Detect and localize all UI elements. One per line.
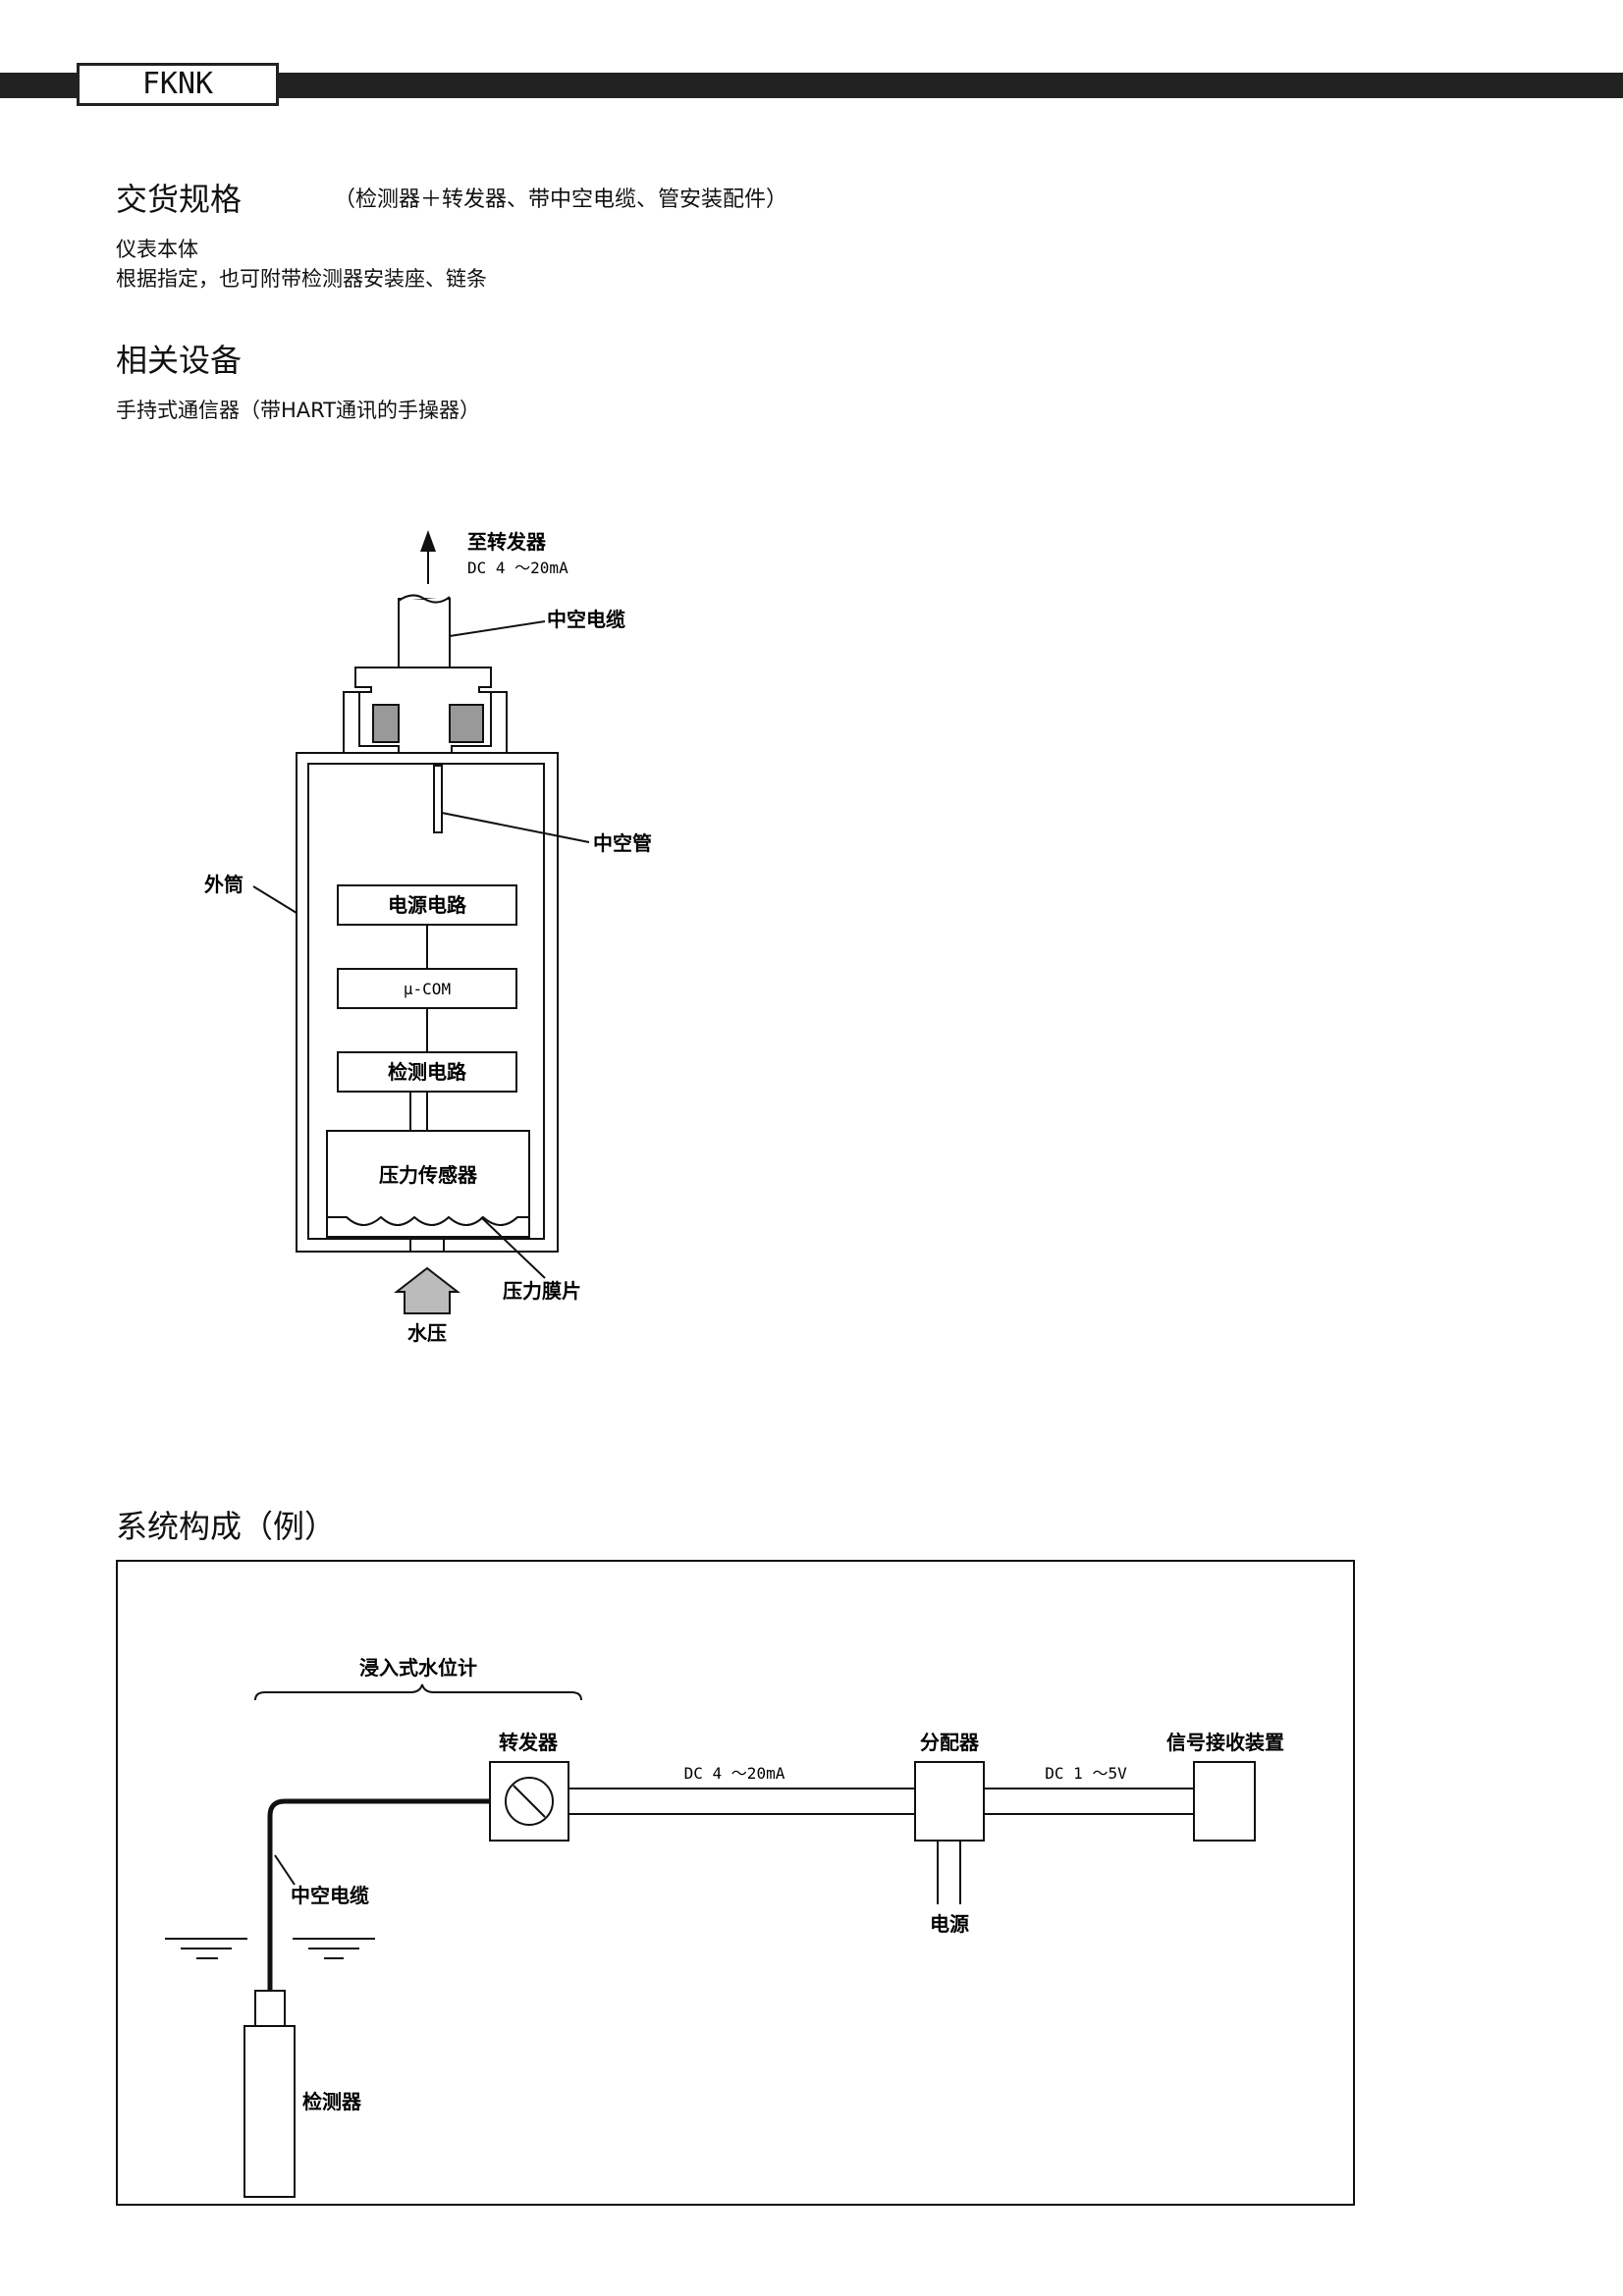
label-diaphragm: 压力膜片 [503,1279,581,1303]
label-hollow-cable: 中空电缆 [547,608,625,631]
related-line-1: 手持式通信器（带HART通讯的手操器） [116,399,481,422]
receiver-box [1193,1761,1256,1842]
pressure-sensor-box [326,1130,530,1238]
label-outer-shell: 外筒 [204,873,243,896]
delivery-line-1: 仪表本体 [116,238,198,261]
label-detector: 检测器 [302,2090,362,2113]
label-level-meter: 浸入式水位计 [359,1656,477,1680]
label-power-circuit: 电源电路 [388,893,467,917]
level-meter-bracket [254,1683,582,1701]
related-title: 相关设备 [116,342,243,379]
label-transmitter: 转发器 [499,1731,559,1754]
mcu-box [337,968,517,1009]
label-distributor: 分配器 [920,1731,980,1754]
delivery-title: 交货规格 [116,181,243,218]
sensor-diagram: 至转发器 DC 4 ～20mA 中空电缆 中空管 外筒 电源电路 µ-COM 检… [204,530,652,1345]
label-receiver: 信号接收装置 [1166,1731,1284,1754]
diaphragm-shape [327,1215,529,1226]
label-signal-1: DC 4 ～20mA [684,1764,785,1783]
brand-label: FKNK [77,63,279,106]
label-signal-2: DC 1 ～5V [1045,1764,1127,1783]
detector-box [243,2025,296,2198]
label-hollow-tube: 中空管 [593,831,652,855]
label-detect-circuit: 检测电路 [388,1060,467,1084]
power-circuit-box [337,884,517,926]
label-water-pressure: 水压 [407,1321,447,1345]
detect-circuit-box [337,1051,517,1093]
delivery-line-2: 根据指定，也可附带检测器安装座、链条 [116,267,487,291]
label-power: 电源 [930,1912,969,1936]
system-diagram: 浸入式水位计 转发器 DC 4 ～20mA 分配器 DC 1 ～5V 信号接收装… [116,1560,1355,2206]
label-hollow-cable: 中空电缆 [291,1884,369,1907]
system-title: 系统构成（例） [116,1508,337,1545]
label-signal: DC 4 ～20mA [467,559,568,577]
label-mcu: µ-COM [404,980,451,998]
water-pressure-arrow [394,1266,460,1314]
distributor-box [914,1761,985,1842]
hollow-tube-shape [433,765,443,833]
system-frame [116,1560,1355,2206]
label-pressure-sensor: 压力传感器 [379,1163,478,1187]
label-to-transmitter: 至转发器 [467,530,547,554]
hollow-cable-line [267,1798,490,1991]
delivery-note: （检测器＋转发器、带中空电缆、管安装配件） [334,187,788,212]
